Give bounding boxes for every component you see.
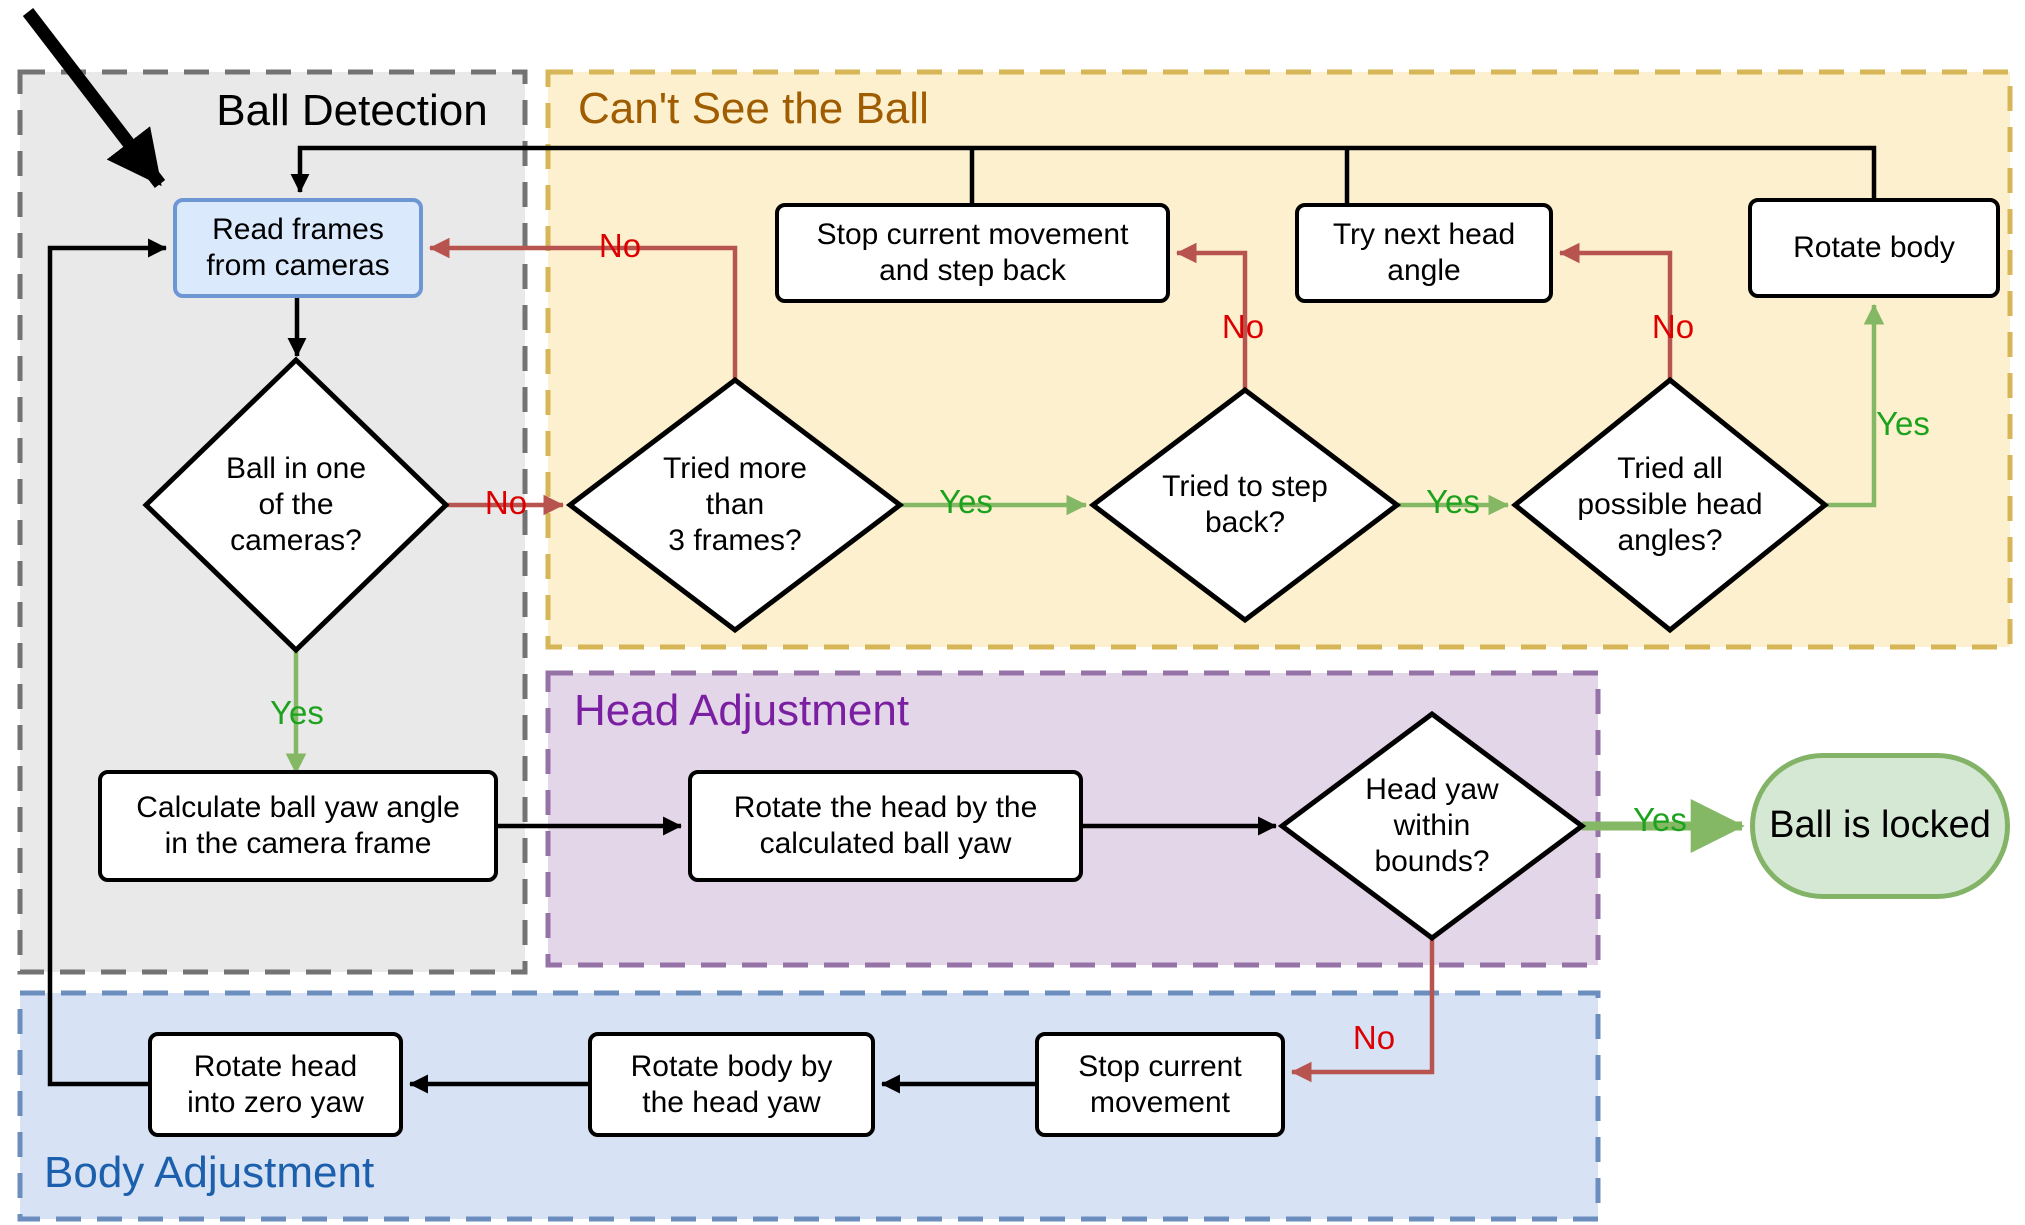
edge-label-yes-tried3: Yes <box>939 483 993 520</box>
label-tried-all-angles: Tried all possible head angles? <box>1577 452 1763 557</box>
region-title-cant-see-ball: Can't See the Ball <box>578 84 929 133</box>
label-tried-step-back: Tried to step back? <box>1162 470 1328 539</box>
edge-entry-arrow <box>22 8 166 188</box>
node-rotate-body: Rotate body <box>1748 198 2000 298</box>
node-rotate-head-by-yaw: Rotate the head by the calculated ball y… <box>688 770 1083 882</box>
node-rotate-head-zero-yaw: Rotate head into zero yaw <box>148 1032 403 1137</box>
edge-label-yes-step-back: Yes <box>1426 483 1480 520</box>
region-title-body-adjustment: Body Adjustment <box>44 1148 375 1197</box>
edge-yes-all-angles-to-rotate-body <box>1825 303 1885 508</box>
edge-feedback-to-read-frames <box>290 145 1877 198</box>
edge-label-no-step-back: No <box>1221 308 1265 345</box>
label-ball-in-cameras: Ball in one of the cameras? <box>225 452 367 557</box>
node-ball-is-locked: Ball is locked <box>1750 753 2010 899</box>
edge-label-no-ball-check: No <box>484 484 528 521</box>
node-stop-current-movement: Stop current movement <box>1035 1032 1285 1137</box>
node-calc-ball-yaw: Calculate ball yaw angle in the camera f… <box>98 770 498 882</box>
node-read-frames: Read frames from cameras <box>173 198 423 298</box>
edge-loop-back-to-read-frames <box>47 238 167 1087</box>
label-head-yaw-bounds: Head yaw within bounds? <box>1365 773 1499 878</box>
edge-no-tried3-to-read-frames <box>428 237 738 380</box>
node-rotate-body-by-head-yaw: Rotate body by the head yaw <box>588 1032 875 1137</box>
edge-label-no-bounds: No <box>1352 1019 1396 1056</box>
edge-label-yes-all-angles: Yes <box>1876 405 1930 442</box>
edge-label-no-tried3: No <box>598 227 642 264</box>
node-try-next-head-angle: Try next head angle <box>1295 203 1553 303</box>
edge-label-yes-bounds: Yes <box>1633 801 1687 838</box>
edge-label-no-all-angles: No <box>1651 308 1695 345</box>
region-title-head-adjustment: Head Adjustment <box>574 686 910 735</box>
region-title-ball-detection: Ball Detection <box>216 86 488 135</box>
node-stop-and-step-back: Stop current movement and step back <box>775 203 1170 303</box>
label-tried-3-frames: Tried more than 3 frames? <box>663 452 807 557</box>
edge-label-yes-ball-check: Yes <box>270 694 324 731</box>
